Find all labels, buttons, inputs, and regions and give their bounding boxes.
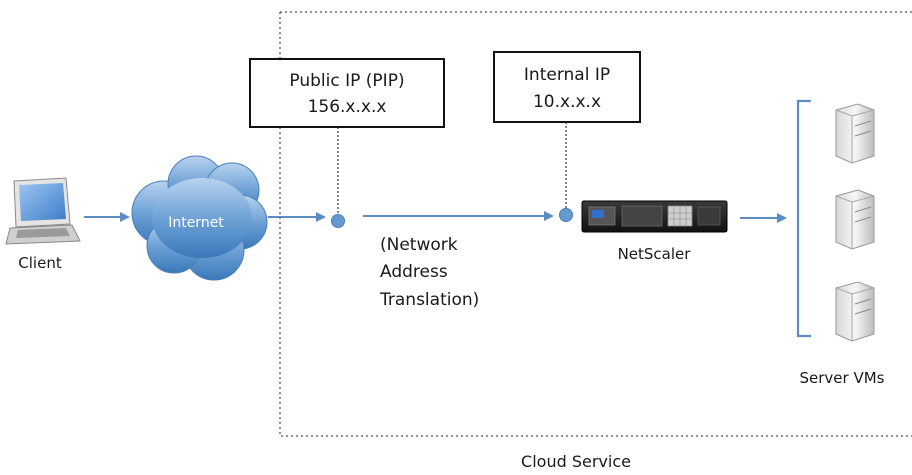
cloud-service-label: Cloud Service — [521, 452, 631, 471]
laptop-icon — [5, 177, 81, 245]
cloud-icon — [131, 155, 268, 281]
internal-ip-box — [493, 51, 641, 123]
internal-ip-value: 10.x.x.x — [533, 92, 601, 112]
server-icon — [835, 103, 875, 164]
appliance-icon — [581, 200, 728, 233]
public-ip-value: 156.x.x.x — [308, 97, 387, 117]
nat-line-1: (Network — [380, 235, 458, 255]
netscaler-label: NetScaler — [618, 245, 692, 263]
client-label: Client — [18, 254, 62, 272]
internal-ip-node — [559, 208, 573, 222]
server-icon — [835, 281, 875, 342]
public-ip-box — [249, 58, 445, 128]
server-bracket — [796, 99, 811, 338]
server-vms-label: Server VMs — [800, 369, 885, 387]
internet-label: Internet — [168, 215, 224, 231]
pip-node — [331, 214, 345, 228]
nat-line-2: Address — [380, 262, 448, 282]
public-ip-title: Public IP (PIP) — [289, 71, 404, 91]
cloud-service-boundary — [279, 11, 912, 437]
internal-ip-title: Internal IP — [524, 65, 610, 85]
server-icon — [835, 189, 875, 250]
nat-line-3: Translation) — [379, 290, 479, 310]
